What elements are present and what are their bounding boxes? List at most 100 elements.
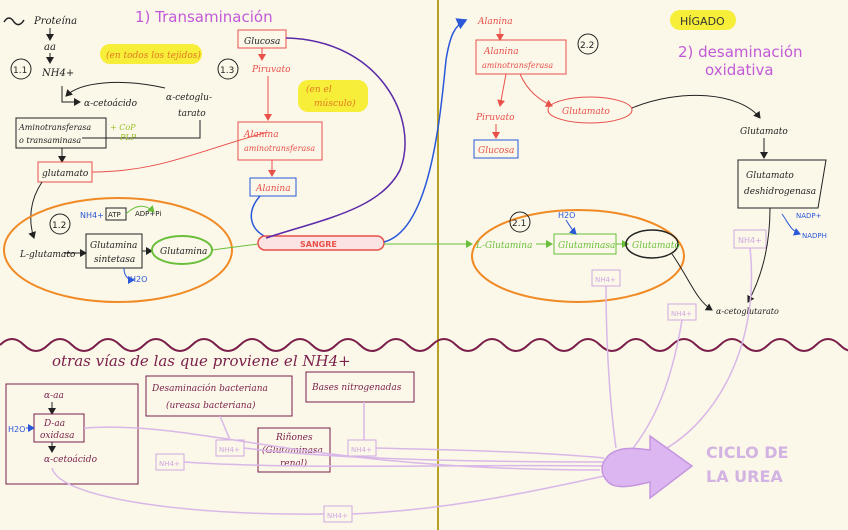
transaminase-label-1: Aminotransferasa	[18, 123, 91, 132]
badge-1-1-label: 1.1	[13, 66, 27, 76]
arrow-blood-alanine	[383, 18, 468, 243]
alt-left-label-2: aminotransferasa	[244, 144, 315, 153]
bacterial-deamination-box	[145, 375, 293, 417]
arrow-atp-adp	[125, 204, 155, 215]
bacterial-label-1: Desaminación bacteriana	[151, 383, 268, 394]
badge-1-2	[49, 213, 71, 235]
alt-left-label-1: Alanina	[243, 130, 279, 140]
gdh-label-1: Glutamato	[746, 171, 794, 181]
blood-vessel	[257, 235, 385, 251]
in-muscle-highlight	[298, 80, 368, 112]
alpha-kg-label-2: tarato	[178, 109, 206, 119]
arrow-nadp	[781, 213, 801, 236]
title-deamination-2: oxidativa	[705, 61, 774, 79]
nh4-bottom-a-label: NH4+	[159, 460, 180, 468]
glutamate-red-ellipse	[547, 96, 633, 124]
glutamate-red-label: Glutamato	[562, 107, 610, 117]
alpha-aa-label: α-aa	[44, 391, 64, 401]
akg-right-label: α-cetoglutarato	[716, 307, 779, 316]
nh4-top-label: NH4+	[41, 68, 74, 79]
in-muscle-label-1: (en el	[306, 84, 332, 95]
glucose-right-box	[473, 139, 519, 159]
arrow-alt-glutamate-red	[519, 73, 553, 107]
arrow-h2o-in	[565, 219, 577, 235]
glutamate-green-ellipse	[625, 229, 679, 259]
arrow-h2o-out	[123, 267, 135, 284]
gdh-label-2: deshidrogenasa	[744, 187, 816, 197]
arrow-glutamate-to-alt	[91, 131, 269, 173]
l-glutamine-label: L-Glutamina	[475, 241, 532, 251]
gs-label-1: Glutamina	[90, 241, 137, 251]
liver-highlight	[670, 10, 736, 30]
alanine-left-label: Alanina	[255, 184, 291, 194]
badge-1-2-label: 1.2	[52, 221, 66, 231]
glutamate-right-label: Glutamato	[740, 127, 788, 137]
atp-label: ATP	[108, 211, 121, 219]
arrow-ketoglutarate-curve	[65, 81, 166, 97]
nh4-bottom-d-label: NH4+	[327, 512, 348, 520]
d-aa-label-1: D-aa	[43, 419, 65, 429]
kidney-label-1: Riñones	[275, 433, 313, 443]
nh4-bottom-b-label: NH4+	[219, 446, 240, 454]
glucose-return-curve	[265, 37, 406, 239]
gdh-box	[737, 159, 827, 209]
title-transamination: 1) Transaminación	[135, 8, 273, 26]
urea-cycle-arrow-icon	[601, 434, 694, 500]
gs-label-2: sintetasa	[94, 255, 135, 265]
pyruvate-left-label: Piruvato	[251, 65, 291, 75]
wavy-separator	[0, 338, 848, 352]
nh4-bottom-c-label: NH4+	[351, 446, 372, 454]
arrow-glutamate-gdh	[631, 94, 761, 119]
nh4-right-label: NH4+	[738, 236, 762, 245]
other-ways-title: otras vías de las que proviene el NH4+	[52, 352, 351, 370]
title-liver: HÍGADO	[680, 15, 725, 28]
adp-pi-label: ADP+Pi	[135, 210, 161, 218]
arrow-glutamate-akg	[671, 253, 713, 311]
arrow-alanine-blood	[250, 195, 265, 237]
glucose-right-label: Glucosa	[478, 146, 514, 156]
alt-left-box	[237, 121, 323, 161]
protein-squiggle-icon	[3, 17, 25, 26]
urea-cycle-label-2: LA UREA	[706, 467, 783, 486]
glutaminase-label: Glutaminasa	[558, 241, 615, 251]
bacterial-label-2: (ureasa bacteriana)	[166, 400, 256, 411]
plp-label-2: PLP	[119, 133, 137, 142]
all-tissues-note: (en todos los tejidos)	[106, 50, 201, 61]
arrow-aa-ketoacid	[61, 86, 81, 106]
glutamate-label: glutamato	[42, 169, 89, 179]
nh4-glutaminase-label: NH4+	[595, 276, 616, 284]
d-aa-label-2: oxidasa	[40, 431, 74, 441]
in-muscle-label-2: músculo)	[314, 98, 356, 109]
alpha-ketoacid-label: α-cetoácido	[84, 98, 138, 109]
alpha-kg-label-1: α-cetoglu-	[166, 93, 212, 103]
glutamate-green-label: Glutamato	[632, 241, 680, 251]
urea-cycle-label-1: CICLO DE	[706, 443, 788, 462]
arrow-kg-down	[82, 120, 201, 139]
transaminase-box	[15, 117, 107, 149]
blood-label: SANGRE	[300, 240, 337, 249]
pyruvate-right-label: Piruvato	[475, 113, 515, 123]
badge-1-3	[217, 58, 239, 80]
badge-2-2-label: 2.2	[580, 41, 594, 51]
arrow-glutamate-l-glutamate	[28, 181, 43, 239]
badge-2-1	[509, 211, 531, 233]
aa-label: aa	[44, 42, 56, 53]
nadp-label: NADP+	[796, 212, 822, 220]
glutaminase-h2o-label: H2O	[558, 211, 575, 220]
bottom-h2o-label: H2O	[8, 425, 25, 434]
gs-nh4-label: NH4+	[80, 211, 104, 220]
glucose-left-label: Glucosa	[244, 37, 280, 47]
alanine-left-box	[249, 177, 297, 197]
d-aa-oxidase-panel	[5, 383, 139, 485]
title-deamination-1: 2) desaminación	[678, 43, 803, 61]
alanine-right-label: Alanina	[477, 17, 513, 27]
nadph-label: NADPH	[802, 232, 827, 240]
glutamine-label: Glutamina	[160, 247, 207, 257]
alt-right-box	[475, 39, 567, 75]
glutamine-synthesis-ellipse	[3, 197, 233, 303]
bottom-ketoacid-label: α-cetoácido	[44, 454, 98, 465]
badge-2-2	[577, 33, 599, 55]
gs-h2o-label: H2O	[130, 275, 147, 284]
nitrogen-bases-label: Bases nitrogenadas	[311, 383, 402, 393]
